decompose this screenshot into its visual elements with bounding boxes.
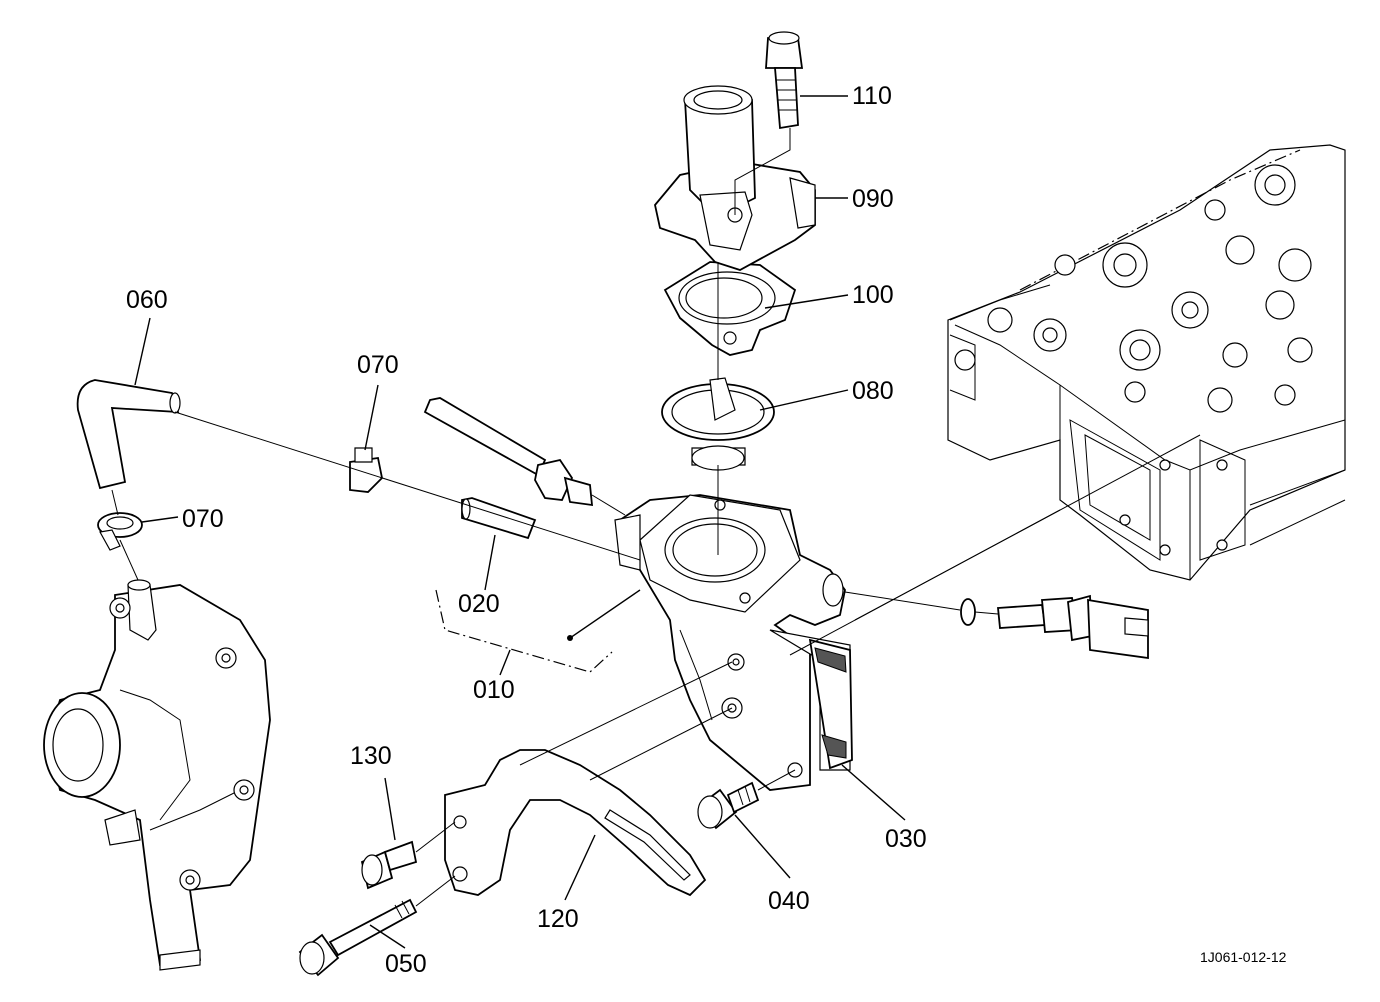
pipe-020 (461, 497, 537, 540)
callout-020: 020 (458, 590, 500, 618)
callout-070-lower: 070 (182, 505, 224, 533)
water-pump (43, 579, 271, 971)
callout-110: 110 (852, 82, 892, 110)
cylinder-head (947, 144, 1346, 581)
callout-040: 040 (768, 887, 810, 915)
callout-130: 130 (350, 742, 392, 770)
clamp-070-upper (349, 447, 383, 493)
callout-050: 050 (385, 950, 427, 978)
callout-090: 090 (852, 185, 894, 213)
clamp-070-lower (97, 512, 143, 551)
callout-030: 030 (885, 825, 927, 853)
callout-120: 120 (537, 905, 579, 933)
drawing-code: 1J061-012-12 (1200, 949, 1287, 965)
bolt-110 (765, 31, 804, 130)
thermostat-cover-090 (654, 85, 816, 271)
nipple-pipe (423, 397, 594, 507)
callout-060: 060 (126, 286, 168, 314)
gasket-030 (808, 638, 853, 770)
callout-labels: 110 090 100 080 060 070 070 020 010 130 … (126, 82, 1287, 978)
gasket-100 (663, 261, 797, 356)
bolt-130 (360, 840, 418, 890)
temperature-sensor (960, 594, 1149, 660)
bracket-120 (444, 749, 707, 897)
leader-lines (111, 95, 1201, 949)
callout-070-upper: 070 (357, 351, 399, 379)
thermostat-080 (661, 377, 775, 471)
callout-080: 080 (852, 377, 894, 405)
callout-010: 010 (473, 676, 515, 704)
bolt-040 (697, 781, 760, 830)
hose-060 (76, 379, 181, 490)
callout-100: 100 (852, 281, 894, 309)
